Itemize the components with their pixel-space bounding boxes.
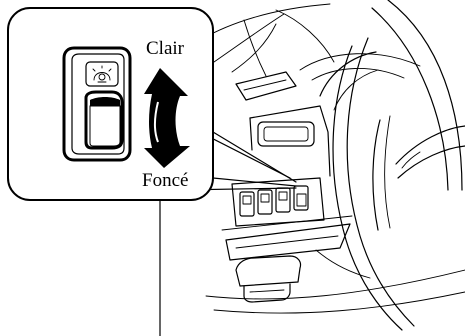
- label-dark: Foncé: [142, 170, 188, 191]
- label-light: Clair: [146, 38, 185, 59]
